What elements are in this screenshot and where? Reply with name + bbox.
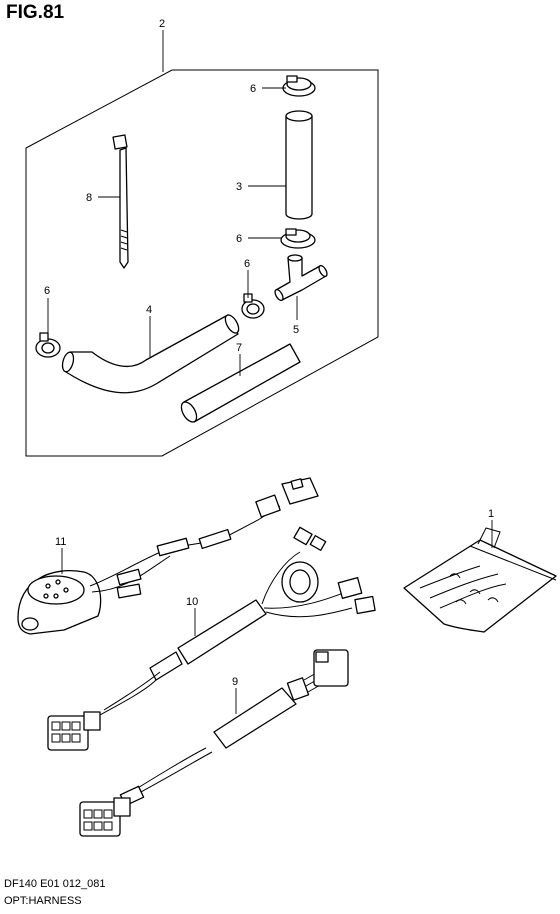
figure-code: DF140 E01 012_081 [4,878,106,890]
buzzer-harness [17,477,319,635]
callout-8: 8 [86,192,92,204]
callout-6-top: 6 [250,83,256,95]
callout-6-mid: 6 [236,233,242,245]
callout-6-right: 6 [244,258,250,270]
callout-10: 10 [186,596,198,608]
clip-top [282,75,316,97]
callout-11: 11 [55,536,66,548]
callout-7: 7 [236,342,242,354]
hose-short [180,343,301,423]
clip-right [241,293,265,319]
callout-9: 9 [232,676,238,688]
kit-outline [25,69,379,457]
callout-2: 2 [159,18,165,30]
callout-6-left: 6 [44,285,50,297]
clip-left [35,332,61,358]
figure-description: OPT:HARNESS [4,895,82,907]
harness-10 [47,526,376,751]
tee-joint [274,254,328,302]
cable-tie [112,134,129,269]
clip-mid [280,228,316,249]
callout-3: 3 [236,181,242,193]
hose-straight [285,110,313,220]
figure-title: FIG.81 [6,2,65,23]
parts-bag [403,527,557,633]
callout-1: 1 [488,508,494,520]
hose-bent [61,314,240,394]
callout-5: 5 [293,324,299,336]
harness-9 [79,649,349,837]
callout-4: 4 [146,304,152,316]
